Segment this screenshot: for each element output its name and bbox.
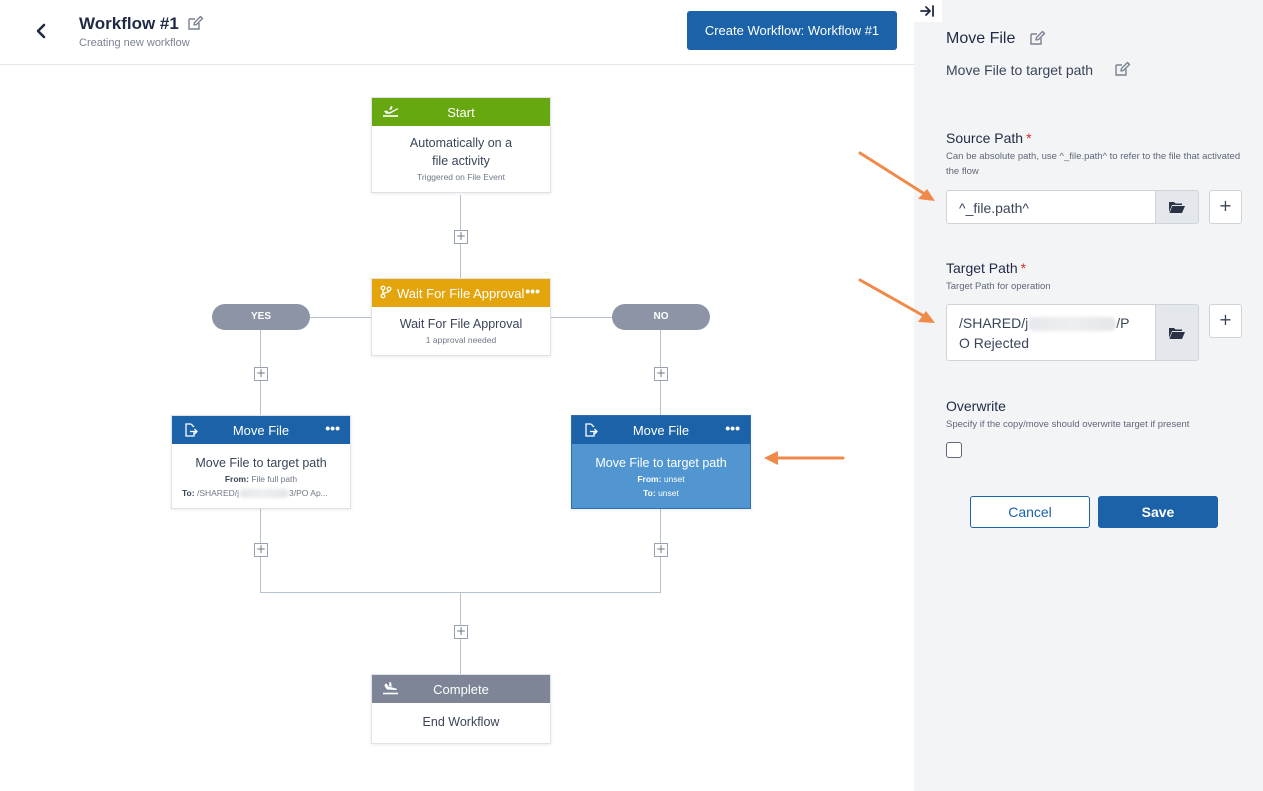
panel-title: Move File — [946, 30, 1016, 47]
save-button[interactable]: Save — [1098, 496, 1218, 528]
connector-line — [310, 317, 371, 318]
page-title: Workflow #1 — [79, 14, 179, 33]
target-path-browse-button[interactable] — [1155, 304, 1199, 361]
move-file-node-title: Move File — [632, 422, 690, 438]
move-file-node-to: To: unset — [643, 488, 679, 498]
folder-open-icon — [1169, 327, 1185, 339]
source-path-add-button[interactable]: + — [1209, 190, 1242, 224]
complete-node-title: Complete — [433, 681, 489, 697]
step-settings-panel: Move File Move File to target path Sourc… — [914, 0, 1263, 791]
create-workflow-button[interactable]: Create Workflow: Workflow #1 — [687, 11, 897, 50]
complete-node-description: End Workflow — [422, 715, 500, 729]
plane-takeoff-icon — [382, 104, 400, 121]
more-options-icon[interactable]: ••• — [525, 283, 540, 299]
redacted-text — [1028, 317, 1117, 332]
workflow-canvas: + + + + + + Start Automatically on a fil… — [0, 66, 914, 791]
move-file-node-no[interactable]: Move File ••• Move File to target path F… — [571, 415, 751, 509]
add-step-button[interactable]: + — [454, 624, 468, 639]
complete-node[interactable]: Complete End Workflow — [371, 674, 551, 744]
chevron-left-icon — [36, 23, 46, 39]
add-step-button[interactable]: + — [254, 542, 268, 557]
back-button[interactable] — [28, 18, 54, 44]
folder-open-icon — [1169, 202, 1185, 213]
approval-node-description: Wait For File Approval — [399, 317, 523, 331]
start-node[interactable]: Start Automatically on a file activity T… — [371, 97, 551, 193]
add-step-button[interactable]: + — [654, 542, 668, 557]
collapse-right-icon — [920, 5, 934, 17]
more-options-icon[interactable]: ••• — [725, 420, 740, 436]
move-file-node-description: Move File to target path — [195, 456, 327, 470]
approval-node-requirement: 1 approval needed — [425, 335, 497, 345]
target-path-label: Target Path* — [946, 260, 1027, 276]
overwrite-label: Overwrite — [946, 398, 1006, 414]
cancel-button[interactable]: Cancel — [970, 496, 1090, 528]
move-file-node-description: Move File to target path — [595, 456, 727, 470]
approval-node-header: Wait For File Approval ••• — [372, 279, 550, 307]
edit-step-description-icon[interactable] — [1113, 60, 1131, 83]
move-file-node-header: Move File ••• — [572, 416, 750, 444]
more-options-icon[interactable]: ••• — [325, 420, 340, 436]
start-node-description: Automatically on a file activity — [409, 136, 513, 168]
plane-landing-icon — [382, 681, 400, 698]
source-path-browse-button[interactable] — [1155, 190, 1199, 224]
overwrite-checkbox[interactable] — [946, 442, 962, 458]
move-file-icon — [582, 422, 598, 441]
page-subtitle: Creating new workflow — [79, 37, 190, 49]
redacted-text — [239, 489, 290, 499]
move-file-node-yes[interactable]: Move File ••• Move File to target path F… — [171, 415, 351, 509]
move-file-icon — [182, 422, 198, 441]
source-path-help: Can be absolute path, use ^_file.path^ t… — [946, 151, 1241, 177]
collapse-panel-button[interactable] — [914, 0, 942, 22]
source-path-label: Source Path* — [946, 130, 1032, 146]
no-branch-label[interactable]: NO — [612, 304, 710, 330]
connector-line — [551, 317, 613, 318]
approval-node[interactable]: Wait For File Approval ••• Wait For File… — [371, 278, 551, 356]
move-file-node-header: Move File ••• — [172, 416, 350, 444]
edit-title-icon[interactable] — [186, 14, 204, 37]
start-node-trigger: Triggered on File Event — [416, 172, 506, 182]
edit-step-title-icon[interactable] — [1028, 29, 1046, 52]
move-file-node-title: Move File — [232, 422, 290, 438]
add-step-button[interactable]: + — [454, 229, 468, 244]
add-step-button[interactable]: + — [654, 366, 668, 381]
target-path-help: Target Path for operation — [946, 281, 1051, 292]
panel-subtitle: Move File to target path — [946, 62, 1094, 78]
branch-icon — [380, 285, 392, 302]
yes-branch-label[interactable]: YES — [212, 304, 310, 330]
start-node-header: Start — [372, 98, 550, 126]
approval-node-title: Wait For File Approval — [397, 285, 525, 301]
overwrite-help: Specify if the copy/move should overwrit… — [946, 419, 1190, 430]
source-path-input[interactable]: ^_file.path^ — [946, 190, 1156, 224]
move-file-node-from: From: unset — [637, 474, 685, 484]
complete-node-header: Complete — [372, 675, 550, 703]
target-path-add-button[interactable]: + — [1209, 304, 1242, 338]
move-file-node-from: From: File full path — [224, 474, 298, 484]
workflow-header: Workflow #1 Creating new workflow Create… — [0, 0, 914, 65]
start-node-title: Start — [447, 104, 475, 120]
add-step-button[interactable]: + — [254, 366, 268, 381]
